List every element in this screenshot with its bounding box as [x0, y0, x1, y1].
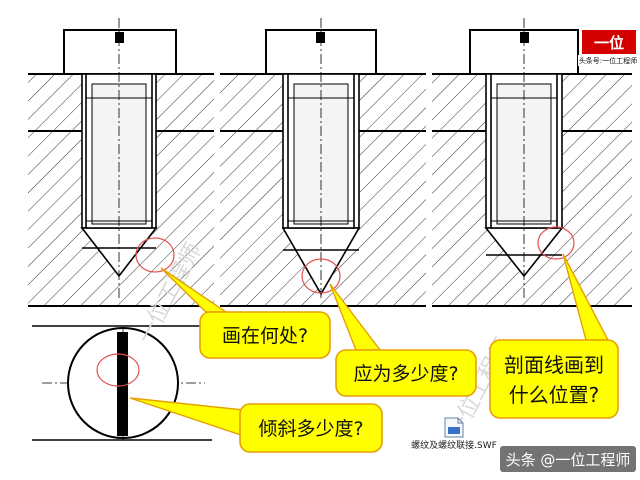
callout-hatch-position-line-1: 剖面线画到 — [504, 353, 604, 377]
panel-2-diagram — [220, 18, 426, 307]
attribution-text: 头条 @一位工程师 — [506, 451, 631, 469]
highlight-circle — [135, 237, 175, 273]
attribution: 头条 @一位工程师 — [500, 446, 636, 472]
callout-what-angle-text: 应为多少度? — [353, 363, 458, 385]
highlight-circle — [96, 353, 140, 387]
callout-where-to-draw-text: 画在何处? — [222, 325, 308, 347]
watermark-sub-text: 头条号:一位工程师 — [579, 56, 637, 65]
watermark-badge-text: 一位 — [594, 34, 624, 52]
panel-3-diagram — [432, 18, 632, 307]
watermark-badge: 一位 头条号:一位工程师 — [578, 30, 638, 66]
callout-what-angle: 应为多少度? — [329, 283, 477, 397]
callout-tilt-angle-text: 倾斜多少度? — [258, 418, 363, 440]
top-view-diagram — [32, 325, 212, 441]
panel-1-diagram — [28, 18, 214, 307]
callout-tilt-angle: 倾斜多少度? — [129, 397, 383, 453]
highlight-circle — [301, 258, 341, 294]
callout-where-to-draw: 画在何处? — [160, 267, 331, 359]
swf-file-label[interactable]: 螺纹及螺纹联接.SWF — [411, 439, 497, 451]
callout-hatch-position: 剖面线画到 什么位置? — [489, 253, 619, 419]
swf-file-icon[interactable] — [444, 417, 464, 438]
highlight-circle — [537, 226, 575, 260]
callout-hatch-position-line-2: 什么位置? — [509, 383, 600, 407]
